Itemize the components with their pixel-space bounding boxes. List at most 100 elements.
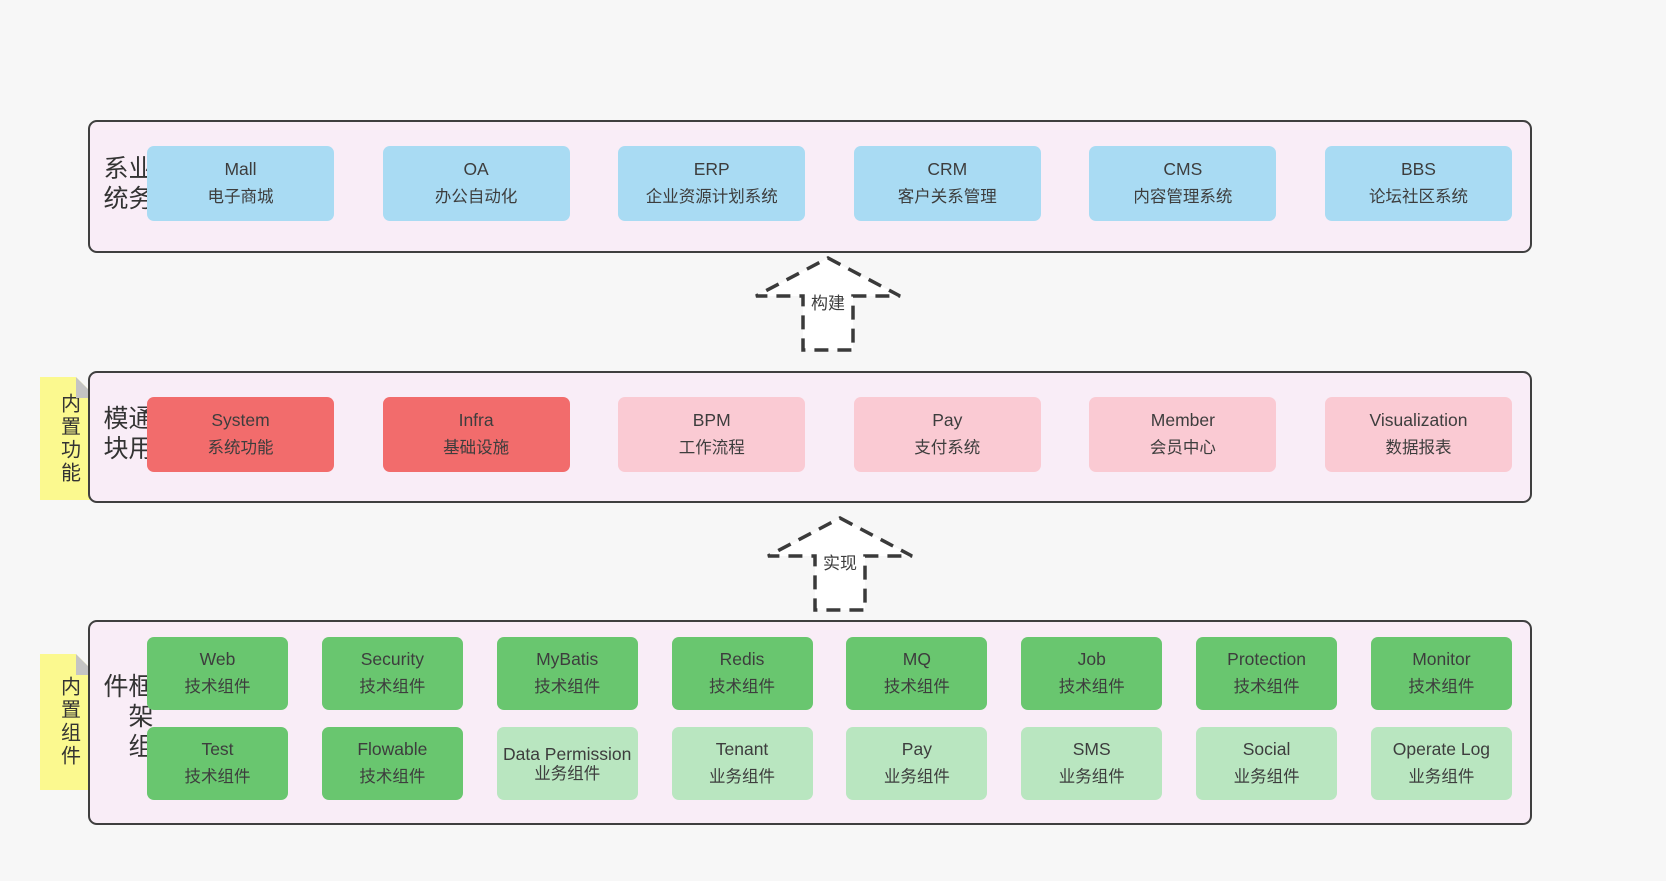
box-subtitle: 系统功能 xyxy=(207,439,274,458)
sticky-note-label: 内置组件 xyxy=(57,676,80,768)
security-box: Security 技术组件 xyxy=(321,637,463,710)
panel-side-label: 通用模块 xyxy=(100,405,153,465)
box-title: Security xyxy=(360,649,424,670)
box-title: BBS xyxy=(1400,159,1436,180)
box-title: SMS xyxy=(1072,739,1111,760)
box-subtitle: 论坛社区系统 xyxy=(1368,188,1468,207)
box-subtitle: 业务组件 xyxy=(1408,768,1475,787)
erp-box: ERP 企业资源计划系统 xyxy=(618,146,806,221)
box-title: System xyxy=(211,410,270,431)
box-title: CMS xyxy=(1163,159,1203,180)
box-subtitle: 企业资源计划系统 xyxy=(645,188,778,207)
box-title: Operate Log xyxy=(1392,739,1491,760)
box-title: Test xyxy=(201,739,234,760)
business-systems-row: Mall 电子商城 OA 办公自动化 ERP 企业资源计划系统 CRM 客户关系… xyxy=(147,146,1512,221)
implement-arrow: 实现 xyxy=(765,516,915,612)
box-subtitle: 业务组件 xyxy=(1058,768,1125,787)
box-title: BPM xyxy=(692,410,731,431)
member-box: Member 会员中心 xyxy=(1089,397,1277,472)
box-title: Protection xyxy=(1227,649,1306,670)
box-subtitle: 技术组件 xyxy=(1233,678,1300,697)
pay-component-box: Pay 业务组件 xyxy=(846,727,988,800)
infra-box: Infra 基础设施 xyxy=(382,397,570,472)
sms-box: SMS 业务组件 xyxy=(1021,727,1163,800)
mall-box: Mall 电子商城 xyxy=(147,146,334,221)
box-subtitle: 技术组件 xyxy=(359,678,426,697)
box-subtitle: 办公自动化 xyxy=(434,188,518,207)
box-subtitle: 数据报表 xyxy=(1385,439,1452,458)
box-title: Tenant xyxy=(715,739,769,760)
arrow-label: 构建 xyxy=(808,293,848,316)
pay-box: Pay 支付系统 xyxy=(853,397,1041,472)
box-title: Pay xyxy=(932,410,963,431)
sticky-note-builtin-features: 内置功能 xyxy=(40,377,97,500)
mybatis-box: MyBatis 技术组件 xyxy=(496,637,638,710)
box-subtitle: 技术组件 xyxy=(1058,678,1125,697)
box-title: Web xyxy=(199,649,236,670)
flowable-box: Flowable 技术组件 xyxy=(321,727,463,800)
box-subtitle: 支付系统 xyxy=(914,439,981,458)
box-title: Job xyxy=(1077,649,1106,670)
box-title: Mall xyxy=(224,159,257,180)
monitor-box: Monitor 技术组件 xyxy=(1370,637,1512,710)
box-subtitle: 技术组件 xyxy=(184,768,251,787)
box-subtitle: 基础设施 xyxy=(443,439,510,458)
system-box: System 系统功能 xyxy=(147,397,334,472)
box-title: MyBatis xyxy=(536,649,599,670)
box-subtitle: 业务组件 xyxy=(709,768,776,787)
box-subtitle: 技术组件 xyxy=(359,768,426,787)
box-subtitle: 会员中心 xyxy=(1149,439,1216,458)
box-title: CRM xyxy=(927,159,968,180)
box-title: Flowable xyxy=(357,739,428,760)
box-title: MQ xyxy=(902,649,931,670)
box-title: ERP xyxy=(693,159,730,180)
box-title: Redis xyxy=(719,649,765,670)
social-box: Social 业务组件 xyxy=(1196,727,1338,800)
mq-box: MQ 技术组件 xyxy=(846,637,988,710)
bbs-box: BBS 论坛社区系统 xyxy=(1324,146,1512,221)
box-title: Visualization xyxy=(1369,410,1468,431)
web-box: Web 技术组件 xyxy=(147,637,288,710)
data-permission-box: Data Permission 业务组件 xyxy=(496,727,638,800)
box-title: Member xyxy=(1150,410,1215,431)
box-subtitle: 技术组件 xyxy=(534,678,601,697)
framework-components-row-1: Web 技术组件 Security 技术组件 MyBatis 技术组件 Redi… xyxy=(147,637,1512,710)
box-subtitle: 技术组件 xyxy=(184,678,251,697)
box-title: Social xyxy=(1242,739,1291,760)
visualization-box: Visualization 数据报表 xyxy=(1324,397,1512,472)
box-title: Pay xyxy=(901,739,932,760)
box-title: Data Permission xyxy=(502,743,632,764)
tenant-box: Tenant 业务组件 xyxy=(671,727,813,800)
box-subtitle: 技术组件 xyxy=(1408,678,1475,697)
box-title: Monitor xyxy=(1412,649,1471,670)
box-subtitle: 内容管理系统 xyxy=(1133,188,1233,207)
test-box: Test 技术组件 xyxy=(147,727,288,800)
operate-log-box: Operate Log 业务组件 xyxy=(1370,727,1512,800)
cms-box: CMS 内容管理系统 xyxy=(1089,146,1277,221)
panel-side-label: 框架组件 xyxy=(100,672,153,763)
box-subtitle: 业务组件 xyxy=(1233,768,1300,787)
protection-box: Protection 技术组件 xyxy=(1196,637,1338,710)
sticky-note-label: 内置功能 xyxy=(57,392,80,485)
box-subtitle: 工作流程 xyxy=(678,439,745,458)
crm-box: CRM 客户关系管理 xyxy=(853,146,1041,221)
job-box: Job 技术组件 xyxy=(1021,637,1163,710)
bpm-box: BPM 工作流程 xyxy=(618,397,806,472)
oa-box: OA 办公自动化 xyxy=(382,146,570,221)
framework-components-panel: 框架组件 Web 技术组件 Security 技术组件 MyBatis 技术组件… xyxy=(88,620,1532,825)
common-modules-row: System 系统功能 Infra 基础设施 BPM 工作流程 Pay 支付系统… xyxy=(147,397,1512,472)
redis-box: Redis 技术组件 xyxy=(671,637,813,710)
box-subtitle: 业务组件 xyxy=(534,765,601,784)
build-arrow: 构建 xyxy=(753,256,903,352)
box-subtitle: 电子商城 xyxy=(207,188,274,207)
box-title: OA xyxy=(463,159,489,180)
box-subtitle: 技术组件 xyxy=(883,678,950,697)
framework-components-row-2: Test 技术组件 Flowable 技术组件 Data Permission … xyxy=(147,727,1512,800)
arrow-label: 实现 xyxy=(820,553,860,576)
box-subtitle: 技术组件 xyxy=(709,678,776,697)
common-modules-panel: 通用模块 System 系统功能 Infra 基础设施 BPM 工作流程 Pay… xyxy=(88,371,1532,503)
box-subtitle: 业务组件 xyxy=(883,768,950,787)
panel-side-label: 业务系统 xyxy=(100,154,153,215)
box-subtitle: 客户关系管理 xyxy=(897,188,997,207)
